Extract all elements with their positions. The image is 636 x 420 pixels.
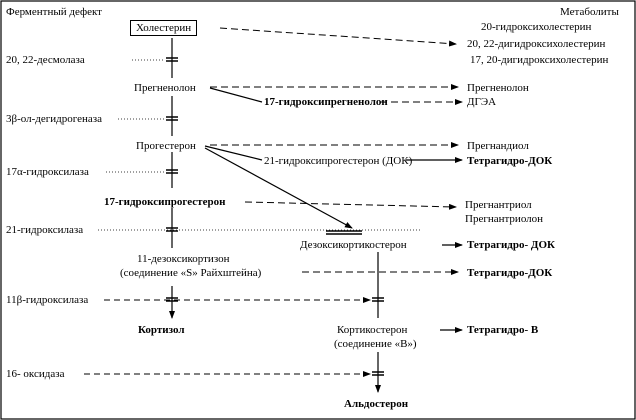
node-pregnenolone: Прегненолон xyxy=(134,82,196,94)
metabolite-tetrahydro-doc: Тетрагидро-ДОК xyxy=(467,155,553,167)
metabolite-tetrahydro-doc-3: Тетрагидро-ДОК xyxy=(467,267,553,279)
node-progesterone: Прогестерон xyxy=(136,140,196,152)
metabolite-tetrahydro-doc-2: Тетрагидро- ДОК xyxy=(467,239,555,251)
metabolite-pregnanetriol: Прегнантриол xyxy=(465,199,532,211)
node-21-oh-progesterone: 21-гидроксипрогестерон (ДОК) xyxy=(264,155,413,167)
enzyme-leaders xyxy=(98,59,420,231)
doc-block-bars xyxy=(326,230,362,235)
header-enzyme-defect: Ферментный дефект xyxy=(6,6,102,18)
header-metabolites: Метаболиты xyxy=(560,6,619,18)
node-corticosterone: Кортикостерон xyxy=(337,324,408,336)
metabolite-20-oh-cholesterol: 20-гидроксихолестерин xyxy=(481,21,592,33)
block-bars xyxy=(166,57,178,302)
metabolite-20-22-dioh-cholesterol: 20, 22-дигидроксихолестерин xyxy=(467,38,606,50)
metabolite-pregnanediol: Прегнандиол xyxy=(467,140,529,152)
prog-to-21ohp-line xyxy=(204,145,263,161)
enzyme-21-hydroxylase: 21-гидроксилаза xyxy=(6,224,84,236)
node-aldosterone: Альдостерон xyxy=(344,398,409,410)
preg-to-17ohpreg-line xyxy=(209,87,263,103)
metabolite-pregnanetriolone: Прегнантриолон xyxy=(465,213,544,225)
node-cholesterol: Холестерин xyxy=(130,20,198,36)
enzyme-16-oxidase: 16- оксидаза xyxy=(6,368,65,380)
enzyme-3b-hsd: 3β-ол-дегидрогеназа xyxy=(6,113,102,125)
enzyme-11b-hydroxylase: 11β-гидроксилаза xyxy=(6,294,89,306)
metabolite-dhea: ДГЭА xyxy=(467,96,497,108)
prog-to-doc-arrow xyxy=(204,147,353,229)
enzyme-desmolase: 20, 22-десмолаза xyxy=(6,54,85,66)
node-cortisol: Кортизол xyxy=(138,324,185,336)
metabolite-solid-arrows xyxy=(406,157,463,333)
node-11-deoxycortisol: 11-дезоксикортизон xyxy=(137,253,230,265)
doc-chain-bars xyxy=(372,297,384,376)
node-17-oh-progesterone: 17-гидроксипрогестерон xyxy=(104,196,226,208)
metabolite-pregnenolone: Прегненолон xyxy=(467,82,529,94)
node-compound-s: (соединение «S» Райхштейна) xyxy=(120,267,262,279)
metabolite-tetrahydro-b: Тетрагидро- В xyxy=(467,324,539,336)
enzyme-dashed-arrows xyxy=(84,297,371,377)
enzyme-17a-hydroxylase: 17α-гидроксилаза xyxy=(6,166,89,178)
node-compound-b: (соединение «В») xyxy=(334,338,417,350)
metabolite-dashed-arrows xyxy=(210,27,463,275)
node-deoxycorticosterone: Дезоксикортикостерон xyxy=(300,239,407,251)
node-17-oh-pregnenolone: 17-гидроксипрегненолон xyxy=(264,96,388,108)
metabolite-17-20-dioh-cholesterol: 17, 20-дигидроксихолестерин xyxy=(470,54,609,66)
